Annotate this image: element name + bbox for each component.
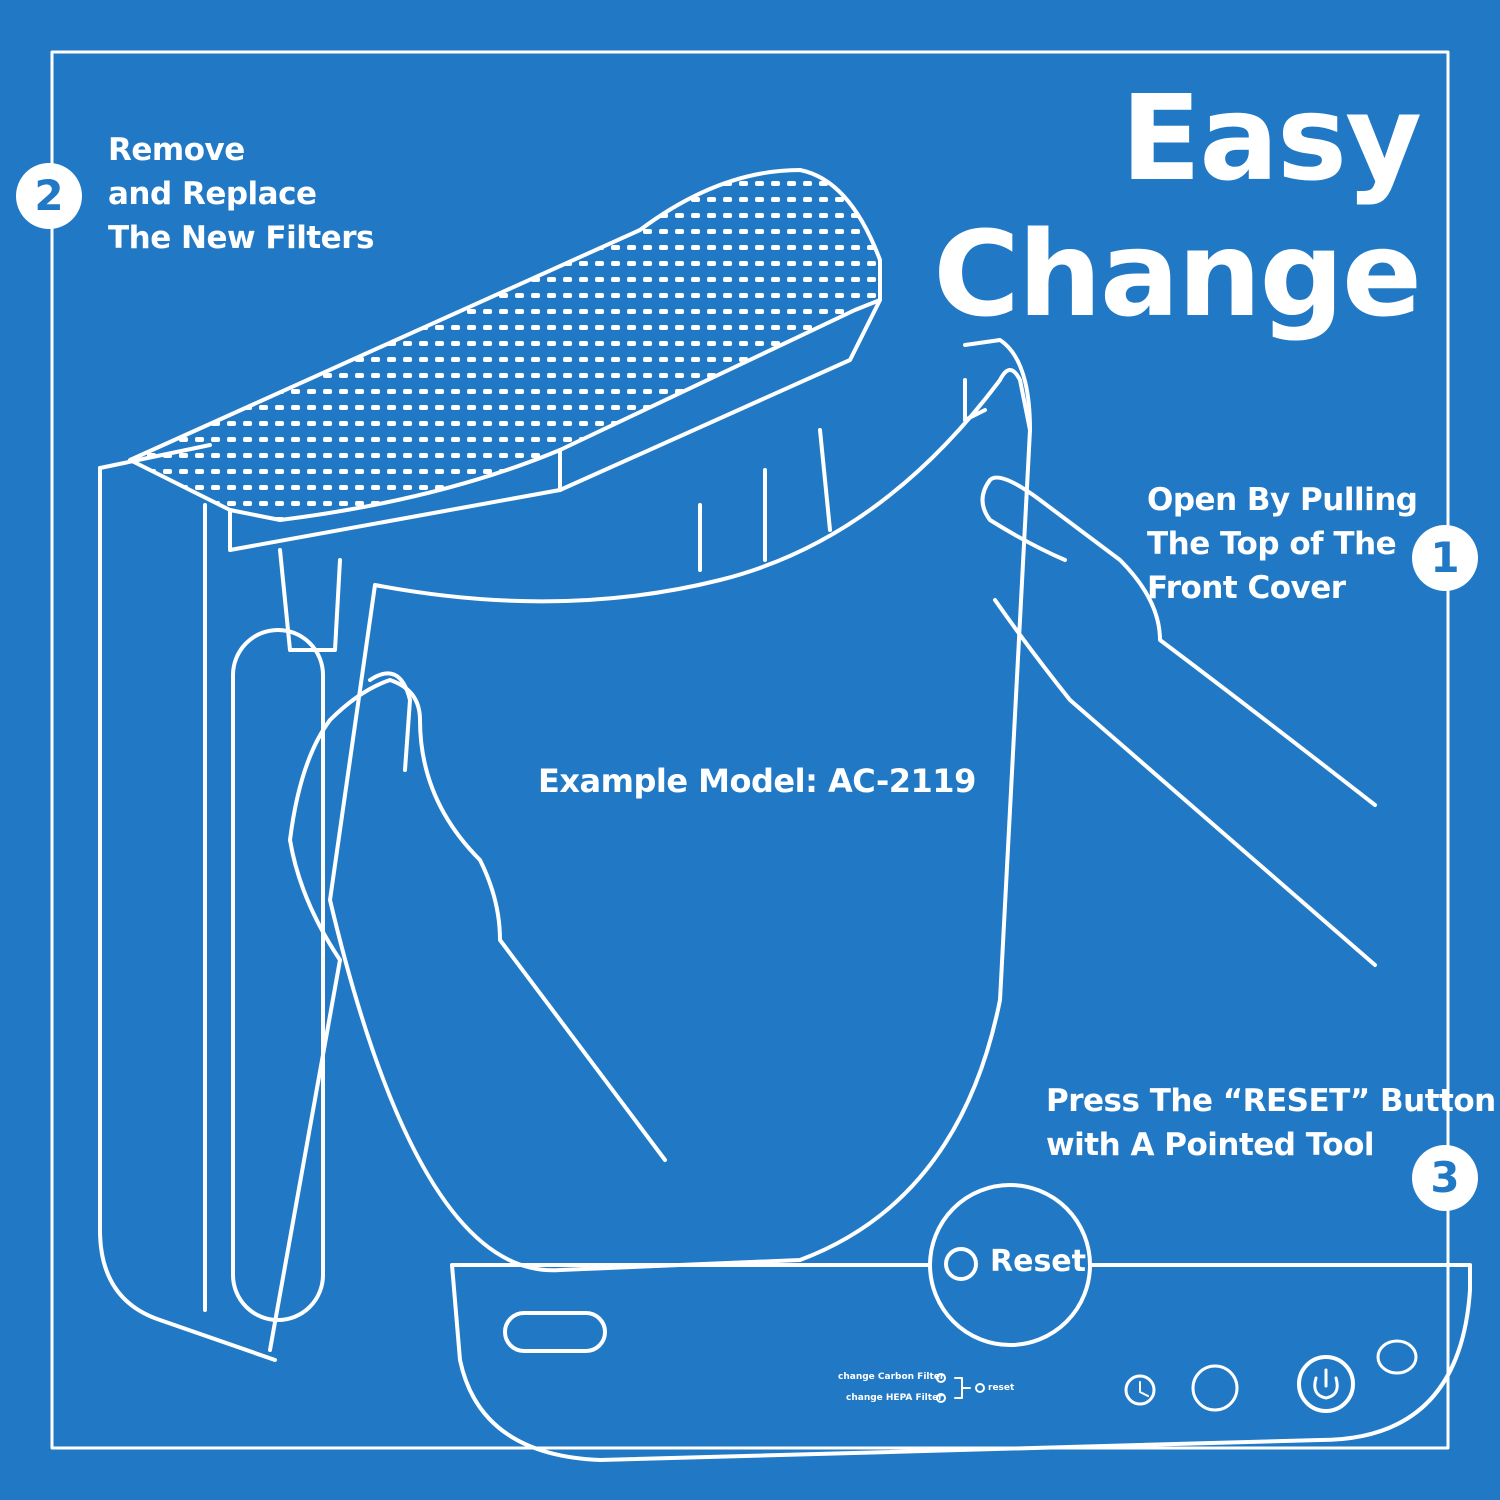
hepa-filter-label: change HEPA Filter — [846, 1393, 943, 1403]
timer-icon-hand — [1139, 1381, 1149, 1397]
sensor-icon — [1376, 1339, 1418, 1375]
step-2-badge: 2 — [16, 163, 82, 229]
step-3-badge: 3 — [1412, 1145, 1478, 1211]
right-thumb — [980, 478, 1067, 562]
control-panel — [450, 1263, 1472, 1462]
step-1-text: Open By Pulling The Top of The Front Cov… — [1147, 478, 1418, 610]
step-2-line-2: and Replace — [108, 176, 317, 212]
reset-button-label: Reset — [990, 1244, 1086, 1279]
front-cover-rim — [963, 338, 1032, 432]
step-1-line-1: Open By Pulling — [1147, 482, 1418, 518]
step-2-text: Remove and Replace The New Filters — [108, 128, 374, 260]
fan-speed-icon — [1191, 1364, 1239, 1412]
left-hand — [288, 678, 667, 1162]
side-grip — [231, 628, 325, 1322]
power-icon — [1297, 1355, 1355, 1413]
title-line-1: Easy — [1120, 69, 1422, 207]
step-3-line-2: with A Pointed Tool — [1046, 1127, 1375, 1163]
step-2-line-3: The New Filters — [108, 220, 374, 256]
left-wrist — [268, 838, 342, 1352]
reset-callout — [928, 1183, 1092, 1347]
carbon-indicator — [936, 1373, 946, 1383]
right-hand — [988, 475, 1377, 807]
reset-indicator-label: reset — [988, 1383, 1015, 1393]
reset-indicator — [975, 1383, 985, 1393]
indicator-bracket — [954, 1377, 971, 1399]
panel-slot — [503, 1311, 607, 1353]
page-title: Easy Change — [933, 69, 1422, 343]
outer-frame — [50, 50, 1450, 1450]
hepa-indicator — [936, 1393, 946, 1403]
power-icon-glyph — [1313, 1368, 1339, 1400]
latch-left — [278, 548, 342, 652]
step-3-line-1: Press The “RESET” Button — [1046, 1083, 1496, 1119]
timer-icon — [1124, 1374, 1156, 1406]
step-1-line-3: Front Cover — [1147, 570, 1346, 606]
carbon-filter-label: change Carbon Filter — [838, 1372, 945, 1382]
top-lid — [128, 168, 882, 522]
step-3-text: Press The “RESET” Button with A Pointed … — [1046, 1079, 1496, 1167]
left-thumb — [368, 671, 412, 772]
title-line-2: Change — [933, 205, 1422, 343]
purifier-body — [98, 466, 277, 1362]
filter-slot-3 — [818, 428, 832, 532]
step-1-badge: 1 — [1412, 525, 1478, 591]
step-1-line-2: The Top of The — [1147, 526, 1397, 562]
reset-hole — [944, 1247, 978, 1281]
model-label: Example Model: AC-2119 — [538, 762, 976, 800]
cover-hinge — [963, 378, 987, 422]
front-cover — [328, 368, 1032, 1273]
step-2-line-1: Remove — [108, 132, 245, 168]
right-fingers — [993, 598, 1377, 967]
